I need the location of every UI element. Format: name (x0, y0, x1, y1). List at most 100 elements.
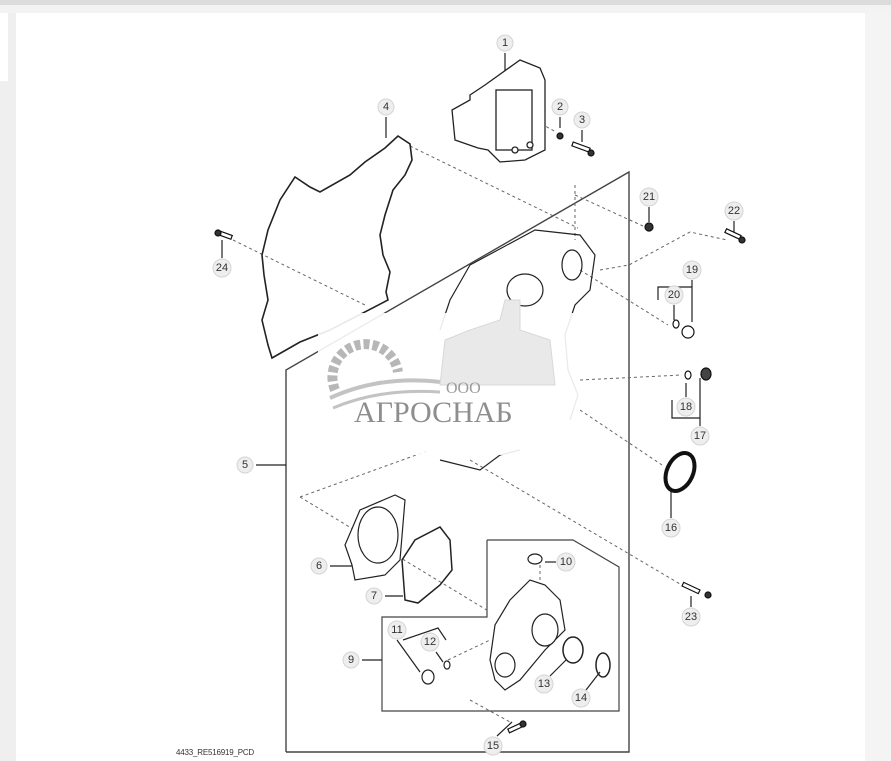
callout-6[interactable]: 6 (310, 557, 328, 575)
bolt-23 (681, 581, 701, 595)
callout-20[interactable]: 20 (664, 285, 684, 305)
callout-3[interactable]: 3 (573, 111, 591, 129)
right-scroll-gutter[interactable] (865, 13, 891, 761)
callout-23[interactable]: 23 (681, 607, 701, 627)
plug-11 (421, 669, 435, 685)
callout-label: 21 (643, 191, 655, 203)
callout-label: 7 (371, 590, 377, 602)
callout-label: 9 (348, 654, 354, 666)
callout-label: 3 (579, 114, 585, 126)
callout-label: 11 (391, 624, 402, 636)
callout-14[interactable]: 14 (571, 688, 591, 708)
assembly-9-frame (381, 539, 620, 712)
callout-label: 4 (383, 101, 389, 113)
callout-label: 10 (560, 556, 572, 568)
callout-7[interactable]: 7 (365, 587, 383, 605)
callout-label: 6 (316, 560, 322, 572)
bracket-1 (451, 59, 546, 163)
callout-1[interactable]: 1 (496, 34, 514, 52)
callout-bubble (377, 98, 395, 116)
callout-bubble (365, 587, 383, 605)
callout-bubble (571, 688, 591, 708)
callout-4[interactable]: 4 (377, 98, 395, 116)
callout-label: 23 (685, 611, 697, 623)
callout-13[interactable]: 13 (534, 674, 554, 694)
callout-9[interactable]: 9 (342, 651, 360, 669)
callout-bubble (661, 518, 681, 538)
assembly-5-frame (285, 170, 630, 753)
callout-bubble (420, 632, 440, 652)
callout-15[interactable]: 15 (483, 736, 503, 756)
callout-label: 18 (680, 401, 692, 413)
callout-bubble (573, 111, 591, 129)
o-ring-20 (672, 319, 680, 329)
cap-10 (527, 553, 543, 565)
callout-5[interactable]: 5 (236, 456, 254, 474)
callout-label: 1 (502, 37, 508, 49)
o-ring-12 (443, 660, 451, 670)
callout-18[interactable]: 18 (676, 397, 696, 417)
left-panel-edge (0, 13, 8, 81)
callout-2[interactable]: 2 (551, 98, 569, 116)
callout-label: 24 (216, 262, 228, 274)
callout-10[interactable]: 10 (556, 552, 576, 572)
plug-19 (681, 325, 695, 339)
seal-16 (663, 451, 697, 493)
cover-6 (344, 494, 406, 581)
callout-label: 12 (424, 636, 436, 648)
callout-label: 13 (538, 678, 550, 690)
watermark: ООО АГРОСНАБ (318, 299, 580, 455)
callout-bubble (682, 260, 702, 280)
browser-top-bar (0, 0, 891, 5)
callout-16[interactable]: 16 (661, 518, 681, 538)
callout-bubble (556, 552, 576, 572)
callout-bubble (639, 187, 659, 207)
nut-2 (556, 132, 564, 140)
combine-harvester-icon (439, 299, 556, 386)
callout-bubble (681, 607, 701, 627)
watermark-name: АГРОСНАБ (354, 396, 513, 429)
callout-bubble (342, 651, 360, 669)
callout-bubble (690, 426, 710, 446)
callout-bubble (310, 557, 328, 575)
snap-ring-13 (562, 636, 584, 664)
callout-12[interactable]: 12 (420, 632, 440, 652)
callout-bubble (534, 674, 554, 694)
nut-21 (644, 222, 654, 232)
callout-label: 22 (728, 205, 740, 217)
gasket-4 (261, 134, 413, 360)
toolbar-strip (0, 5, 891, 13)
callout-17[interactable]: 17 (690, 426, 710, 446)
callout-bubble (551, 98, 569, 116)
callout-label: 19 (686, 264, 698, 276)
callout-label: 5 (242, 459, 248, 471)
callout-11[interactable]: 11 (387, 620, 407, 640)
bolt-3 (571, 141, 591, 153)
diagram-caption: 4433_RE516919_PCD (176, 748, 254, 757)
snap-ring-14 (595, 652, 611, 678)
callout-bubble (664, 285, 684, 305)
callout-bubble (724, 201, 744, 221)
bolt-22 (724, 228, 742, 240)
callout-label: 2 (557, 101, 563, 113)
water-pump-housing (489, 553, 566, 691)
callout-bubble (676, 397, 696, 417)
callout-21[interactable]: 21 (639, 187, 659, 207)
callout-bubble (236, 456, 254, 474)
callout-label: 15 (487, 740, 499, 752)
gasket-7 (401, 526, 453, 604)
callout-24[interactable]: 24 (212, 258, 232, 278)
callout-bubble (496, 34, 514, 52)
callout-label: 20 (668, 289, 680, 301)
callout-label: 14 (575, 692, 587, 704)
watermark-prefix: ООО (446, 380, 481, 397)
callout-label: 16 (665, 522, 677, 534)
callout-bubble (483, 736, 503, 756)
callout-bubble (387, 620, 407, 640)
callout-label: 17 (694, 430, 706, 442)
plug-17 (700, 367, 712, 381)
callout-22[interactable]: 22 (724, 201, 744, 221)
callout-19[interactable]: 19 (682, 260, 702, 280)
